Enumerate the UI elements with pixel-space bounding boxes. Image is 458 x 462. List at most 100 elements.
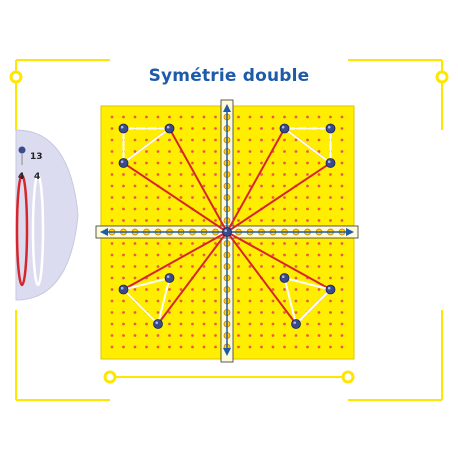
board-hole bbox=[306, 299, 309, 303]
board-hole bbox=[133, 265, 137, 268]
red-band-legend-icon bbox=[15, 173, 29, 287]
board-hole bbox=[283, 322, 286, 326]
board-hole bbox=[306, 253, 309, 257]
board-hole bbox=[340, 138, 344, 142]
board-hole bbox=[191, 345, 194, 349]
board-hole bbox=[294, 288, 298, 291]
board-hole bbox=[294, 345, 298, 349]
peg bbox=[279, 273, 290, 283]
board-hole bbox=[145, 138, 148, 142]
board-hole bbox=[156, 311, 160, 314]
board-hole bbox=[248, 127, 252, 130]
board-hole bbox=[179, 299, 183, 303]
board-hole bbox=[145, 322, 148, 326]
board-hole bbox=[237, 299, 240, 303]
board-hole bbox=[260, 322, 263, 326]
board-hole bbox=[271, 322, 275, 326]
board-hole bbox=[306, 173, 309, 176]
board-hole bbox=[294, 299, 298, 303]
board-hole bbox=[283, 219, 286, 222]
board-hole bbox=[306, 265, 309, 268]
board-hole bbox=[133, 288, 137, 291]
board-hole bbox=[237, 127, 240, 130]
board-hole bbox=[110, 311, 114, 314]
board-hole bbox=[294, 173, 298, 176]
board-hole bbox=[202, 207, 206, 211]
board-hole bbox=[214, 127, 217, 130]
board-hole bbox=[340, 150, 344, 153]
board-hole bbox=[179, 322, 183, 326]
board-hole bbox=[329, 322, 332, 326]
board-hole bbox=[271, 184, 275, 188]
board-hole bbox=[329, 207, 332, 211]
board-hole bbox=[306, 150, 309, 153]
board-hole bbox=[122, 311, 125, 314]
board-hole bbox=[248, 345, 252, 349]
board-hole bbox=[168, 265, 171, 268]
board-hole bbox=[122, 242, 125, 245]
board-hole bbox=[168, 161, 171, 165]
board-hole bbox=[156, 253, 160, 257]
board-hole bbox=[283, 299, 286, 303]
board-hole bbox=[202, 334, 206, 337]
board-hole bbox=[122, 184, 125, 188]
board-hole bbox=[317, 322, 321, 326]
board-hole bbox=[145, 173, 148, 176]
page-title: Symétrie double bbox=[148, 66, 310, 86]
board-hole bbox=[340, 161, 344, 165]
board-hole bbox=[340, 207, 344, 211]
board-hole bbox=[110, 127, 114, 130]
board-hole bbox=[283, 311, 286, 314]
board-hole bbox=[202, 345, 206, 349]
red-band-count-label: 4 bbox=[18, 172, 25, 182]
board-hole bbox=[179, 311, 183, 314]
board-hole bbox=[191, 322, 194, 326]
peg bbox=[325, 284, 336, 295]
board-hole bbox=[110, 138, 114, 142]
board-hole bbox=[179, 173, 183, 176]
board-hole bbox=[202, 173, 206, 176]
board-hole bbox=[214, 173, 217, 176]
board-hole bbox=[271, 288, 275, 291]
board-hole bbox=[179, 253, 183, 257]
board-hole bbox=[329, 265, 332, 268]
board-hole bbox=[248, 219, 252, 222]
board-hole bbox=[306, 138, 309, 142]
board-hole bbox=[340, 196, 344, 199]
board-hole bbox=[340, 265, 344, 268]
peg bbox=[153, 319, 163, 329]
board-hole bbox=[271, 207, 275, 211]
board-hole bbox=[191, 196, 194, 199]
board-hole bbox=[191, 161, 194, 165]
board-hole bbox=[237, 150, 240, 153]
board-hole bbox=[133, 345, 137, 349]
board-hole bbox=[145, 253, 148, 257]
board-hole bbox=[329, 311, 332, 314]
board-hole bbox=[110, 322, 114, 326]
board-hole bbox=[145, 196, 148, 199]
board-hole bbox=[317, 288, 321, 291]
board-hole bbox=[317, 276, 321, 280]
board-hole bbox=[294, 207, 298, 211]
board-hole bbox=[202, 299, 206, 303]
white-band-nw bbox=[122, 127, 173, 165]
board-hole bbox=[340, 127, 344, 130]
board-hole bbox=[317, 207, 321, 211]
board-hole bbox=[294, 219, 298, 222]
board-hole bbox=[179, 265, 183, 268]
board-hole bbox=[202, 150, 206, 153]
board-hole bbox=[271, 138, 275, 142]
peg-highlight bbox=[327, 160, 331, 163]
board-hole bbox=[191, 127, 194, 130]
board-hole bbox=[271, 242, 275, 245]
board-hole bbox=[133, 311, 137, 314]
board-hole bbox=[329, 115, 332, 119]
board-hole bbox=[340, 184, 344, 188]
board-hole bbox=[317, 184, 321, 188]
board-hole bbox=[306, 334, 309, 337]
board-hole bbox=[191, 219, 194, 222]
board-hole bbox=[260, 127, 263, 130]
board-hole bbox=[283, 196, 286, 199]
board-hole bbox=[202, 127, 206, 130]
